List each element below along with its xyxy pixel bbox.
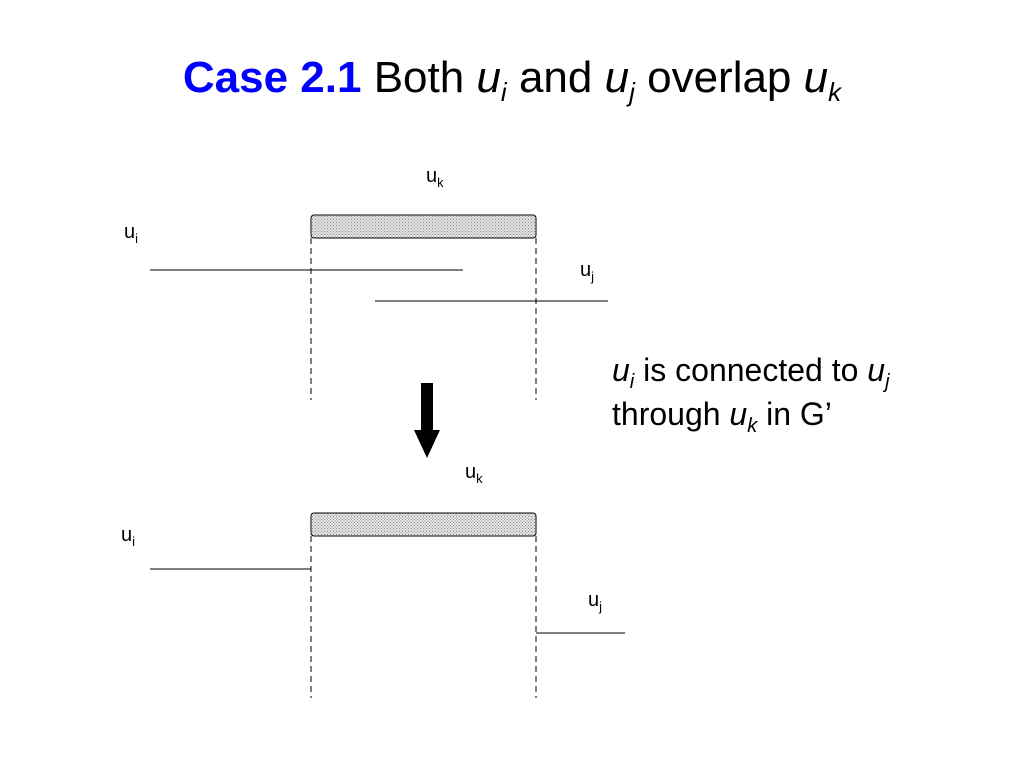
- note-text-through: through: [612, 396, 721, 432]
- title-word-overlap: overlap: [647, 53, 792, 102]
- bottom-label-ui: ui: [121, 524, 135, 549]
- title-word-both: Both: [373, 53, 465, 102]
- top-label-ui: ui: [124, 221, 138, 246]
- top-label-uk: uk: [426, 165, 444, 190]
- title-var-uj: uj: [604, 53, 635, 107]
- bottom-diagram: uk ui uj: [121, 461, 625, 698]
- note-var-ui: ui: [612, 352, 635, 393]
- title-var-uk: uk: [803, 53, 842, 107]
- note-line-1: ui is connected to uj: [612, 348, 1012, 392]
- note-text-connected: is connected to: [643, 352, 859, 388]
- title-var-ui: ui: [476, 53, 507, 107]
- bottom-uk-bar: [310, 512, 537, 537]
- title-word-and: and: [518, 53, 593, 102]
- bottom-label-uj: uj: [588, 589, 602, 614]
- note-var-uk: uk: [729, 396, 758, 437]
- top-label-uj: uj: [580, 259, 594, 284]
- top-diagram: uk ui uj: [124, 165, 608, 400]
- connection-note: ui is connected to uj through uk in G’: [612, 348, 1012, 436]
- down-arrow-icon: [414, 383, 440, 458]
- slide-title: Case 2.1 Both ui and uj overlap uk: [0, 52, 1024, 107]
- note-text-in-g: in G’: [766, 396, 832, 432]
- note-var-uj: uj: [867, 352, 890, 393]
- top-uk-bar: [310, 214, 537, 239]
- bottom-label-uk: uk: [465, 461, 483, 486]
- title-case-label: Case 2.1: [182, 53, 362, 102]
- note-line-2: through uk in G’: [612, 392, 1012, 436]
